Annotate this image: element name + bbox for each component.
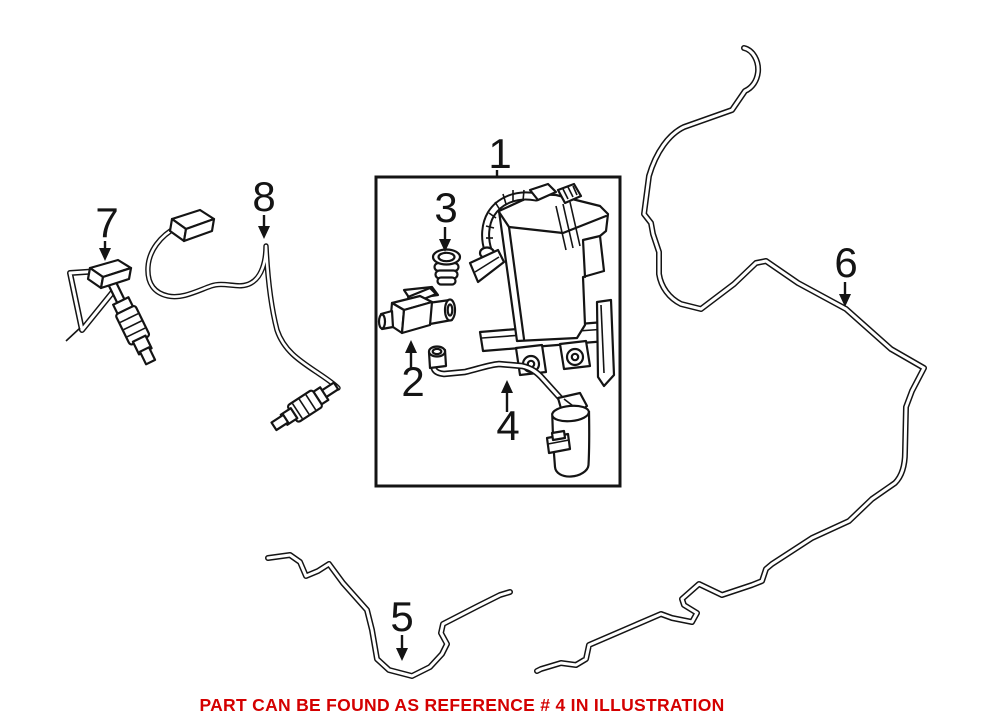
vent-hose-4 [427,345,591,478]
oxygen-sensor-8 [145,208,341,432]
callout-2: 2 [401,340,425,405]
sensor7-probe-tail [65,327,81,342]
vent-line-6-inner [535,46,926,673]
callout-3-number: 3 [434,184,457,231]
callout-1: 1 [488,130,512,178]
callout-4-number: 4 [496,402,519,449]
vent-hose-5-inner [266,553,512,678]
dust-filter [551,410,591,478]
sensor7-shaft [107,280,157,366]
sensor8-cable-inner [146,225,340,390]
canister-bracket-right [595,298,616,388]
grommet-3 [431,248,462,286]
callout-8-number: 8 [252,173,275,220]
callout-4: 4 [496,380,520,449]
callout-3: 3 [434,184,458,252]
canister-top-elbow [528,182,558,202]
callout-6-number: 6 [834,239,857,286]
reference-note: PART CAN BE FOUND AS REFERENCE # 4 IN IL… [199,695,725,715]
sensor8-connector-side [182,217,216,243]
callout-7: 7 [95,199,119,261]
vent-hose-5 [265,552,513,679]
sensor8-body [270,381,340,432]
vent-line-6 [534,45,927,674]
sensor8-cable [145,224,341,391]
purge-valve-2 [377,285,457,335]
hose4-inner [432,358,569,407]
canister-left-flange [468,248,506,284]
canister-assembly-box [374,175,622,488]
callout-1-number: 1 [488,130,511,177]
oxygen-sensor-7 [65,258,157,366]
callout-8: 8 [252,173,276,239]
sensor7-connector-side [99,266,133,290]
callout-6: 6 [834,239,858,307]
callout-5: 5 [390,593,414,661]
callout-2-number: 2 [401,358,424,405]
canister-corrugated-tube [478,182,583,260]
callout-7-number: 7 [95,199,118,246]
callout-5-number: 5 [390,593,413,640]
